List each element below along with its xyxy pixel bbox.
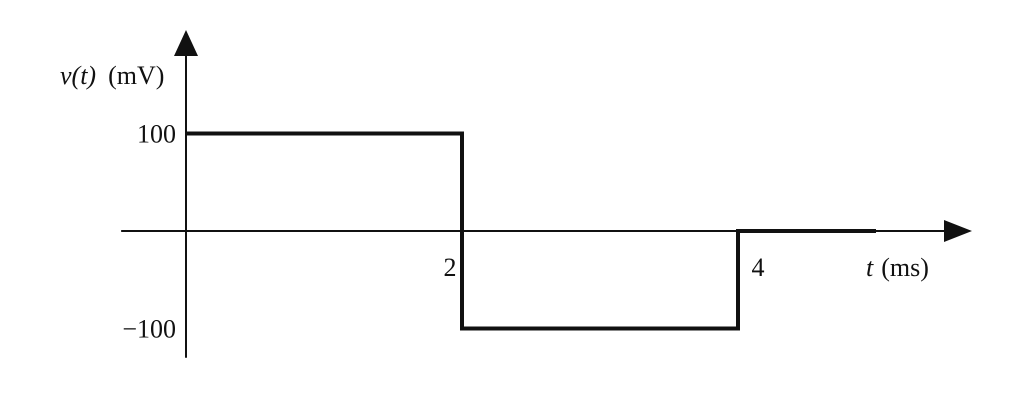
y-tick-label: −100 xyxy=(122,315,176,344)
x-axis-label: t(ms) xyxy=(866,253,929,282)
y-label-func: v(t) xyxy=(60,61,96,90)
y-label-unit: (mV) xyxy=(108,61,164,90)
y-axis-label: v(t) (mV) xyxy=(60,61,164,90)
y-axis-arrow-icon xyxy=(174,30,198,56)
x-label-unit: (ms) xyxy=(881,253,929,282)
x-label-var: t xyxy=(866,253,874,282)
y-tick-label: 100 xyxy=(137,120,176,149)
x-tick-label: 2 xyxy=(444,253,457,282)
x-tick-label: 4 xyxy=(752,253,765,282)
x-axis-arrow-icon xyxy=(944,220,972,242)
series-line-v xyxy=(186,131,876,331)
